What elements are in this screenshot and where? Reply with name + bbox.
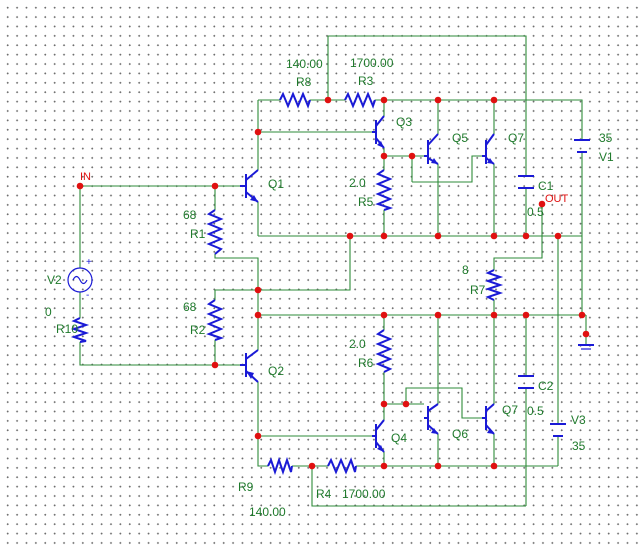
r5-name: R5 bbox=[358, 195, 374, 209]
transistor-q7-bottom bbox=[482, 403, 495, 435]
r7-name: R7 bbox=[470, 283, 486, 297]
r3-value: 1700.00 bbox=[350, 56, 394, 70]
r1-name: R1 bbox=[190, 227, 206, 241]
c1-name: C1 bbox=[538, 179, 554, 193]
resistor-r5 bbox=[375, 169, 394, 211]
resistor-r2 bbox=[206, 299, 225, 341]
transistor-q7-top bbox=[482, 133, 495, 165]
net-label-out: OUT bbox=[545, 193, 569, 205]
r6-value: 2.0 bbox=[349, 337, 366, 351]
junction-dots bbox=[76, 96, 590, 470]
r2-name: R2 bbox=[190, 323, 206, 337]
r7-value: 8 bbox=[462, 263, 469, 277]
transistor-q2 bbox=[240, 349, 259, 383]
c2-value: 0.5 bbox=[527, 404, 544, 418]
q2-label: Q2 bbox=[268, 364, 284, 378]
svg-text:+: + bbox=[86, 257, 92, 268]
r10-name: R10 bbox=[56, 322, 78, 336]
resistor-r1 bbox=[206, 209, 224, 255]
resistor-r7 bbox=[484, 269, 504, 301]
q5-label: Q5 bbox=[452, 131, 468, 145]
ground-symbol bbox=[578, 344, 594, 350]
transistor-q4 bbox=[372, 419, 385, 453]
capacitor-c2 bbox=[518, 375, 534, 389]
q6-label: Q6 bbox=[452, 427, 468, 441]
transistor-q1 bbox=[240, 169, 259, 203]
c2-name: C2 bbox=[538, 379, 554, 393]
svg-text:-: - bbox=[86, 290, 89, 301]
v1-value: 35 bbox=[599, 131, 613, 145]
r5-value: 2.0 bbox=[349, 176, 366, 190]
transistor-q5 bbox=[424, 133, 439, 165]
resistor-r6 bbox=[375, 329, 393, 373]
r10-value: 0 bbox=[45, 305, 52, 319]
resistor-r4 bbox=[327, 457, 357, 475]
r9-value: 140.00 bbox=[249, 505, 286, 519]
capacitor-c1 bbox=[518, 175, 534, 189]
r4-name: R4 bbox=[316, 487, 332, 501]
q7-top-label: Q7 bbox=[508, 131, 524, 145]
c1-value: 0.5 bbox=[527, 205, 544, 219]
battery-v3 bbox=[550, 423, 566, 437]
q7-bottom-label: Q7 bbox=[502, 403, 518, 417]
r4-value: 1700.00 bbox=[342, 487, 386, 501]
resistor-r9 bbox=[267, 456, 293, 476]
r8-name: R8 bbox=[296, 75, 312, 89]
labels: Q1 Q2 Q3 Q4 Q5 Q6 Q7 Q7 68 R1 68 R2 1700… bbox=[45, 56, 614, 519]
net-label-in: IN bbox=[80, 171, 91, 183]
ac-source-v2: + - bbox=[67, 257, 93, 301]
q4-label: Q4 bbox=[391, 431, 407, 445]
v1-name: V1 bbox=[599, 150, 614, 164]
wires bbox=[79, 35, 587, 507]
resistor-r3 bbox=[344, 91, 376, 109]
q3-label: Q3 bbox=[396, 115, 412, 129]
r9-name: R9 bbox=[238, 480, 254, 494]
v2-name: V2 bbox=[47, 273, 62, 287]
r1-value: 68 bbox=[183, 208, 197, 222]
r2-value: 68 bbox=[183, 300, 197, 314]
transistor-q6 bbox=[424, 403, 439, 435]
resistor-r10 bbox=[70, 317, 90, 343]
v3-name: V3 bbox=[571, 413, 586, 427]
r3-name: R3 bbox=[358, 74, 374, 88]
r8-value: 140.00 bbox=[286, 57, 323, 71]
battery-v1 bbox=[574, 139, 590, 153]
resistor-r8 bbox=[279, 91, 311, 109]
transistor-q3 bbox=[372, 115, 385, 149]
v3-value: 35 bbox=[572, 439, 586, 453]
r6-name: R6 bbox=[358, 356, 374, 370]
q1-label: Q1 bbox=[268, 177, 284, 191]
